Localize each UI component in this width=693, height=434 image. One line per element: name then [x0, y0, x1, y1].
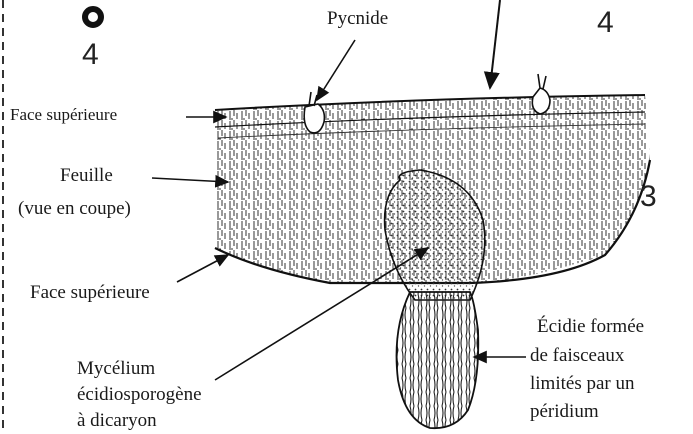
label-ecidie-3: limités par un [530, 373, 634, 395]
label-pycnide: Pycnide [327, 8, 388, 30]
label-mycelium-3: à dicaryon [77, 410, 157, 432]
label-ecidie-2: de faisceaux [530, 345, 624, 367]
arrow-top [490, 0, 500, 88]
number-4-right: 4 [597, 6, 614, 41]
arrow-pycnide [317, 40, 355, 100]
ring-marker-icon [85, 9, 101, 25]
arrow-face-sup-bottom [177, 255, 228, 282]
number-4-left: 4 [82, 38, 99, 73]
label-ecidie-4: péridium [530, 401, 599, 423]
label-face-superieure-bottom: Face supérieure [30, 282, 150, 304]
label-feuille: Feuille [60, 165, 113, 187]
ecidie-peridium [397, 292, 479, 428]
label-mycelium-2: écidiosporogène [77, 384, 202, 406]
label-ecidie: Écidie formée [537, 316, 644, 338]
number-3: 3 [640, 180, 657, 215]
label-feuille-sub: (vue en coupe) [18, 198, 131, 220]
pycnide-right [532, 74, 550, 114]
label-face-superieure-top: Face supérieure [10, 105, 117, 125]
label-mycelium: Mycélium [77, 358, 155, 380]
pycnide-left [304, 92, 324, 133]
